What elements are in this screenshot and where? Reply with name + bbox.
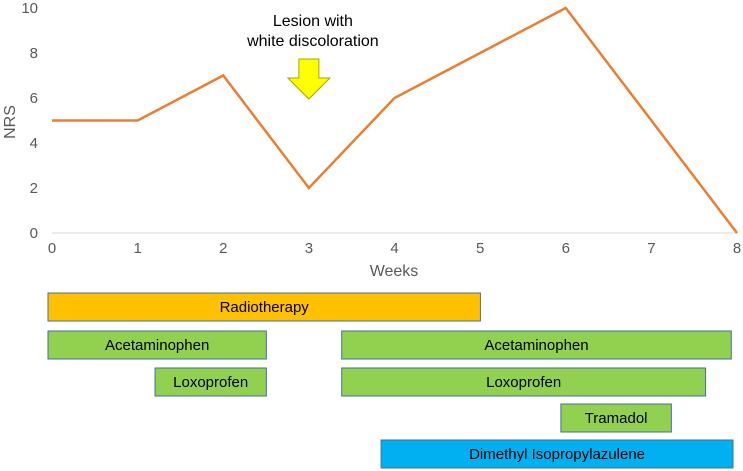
series-layer <box>51 6 738 234</box>
treatment-bar: Loxoprofen <box>154 367 267 397</box>
treatment-bar-rect <box>47 330 267 360</box>
treatment-bar-label: Tramadol <box>585 410 648 427</box>
treatment-bar: Radiotherapy <box>47 292 481 322</box>
treatment-bar-rect <box>341 330 732 360</box>
treatment-bar: Dimethyl Isopropylazulene <box>380 439 734 469</box>
treatment-bar-rect <box>560 403 672 433</box>
treatment-bar-label: Radiotherapy <box>220 299 310 316</box>
x-tick-label: 6 <box>562 240 570 257</box>
y-tick-label: 10 <box>21 0 38 17</box>
x-tick-label: 3 <box>305 240 313 257</box>
y-tick-label: 0 <box>30 225 38 242</box>
treatment-bar: Loxoprofen <box>341 367 707 397</box>
treatment-bar: Acetaminophen <box>341 330 732 360</box>
treatment-bar-rect <box>380 439 734 469</box>
y-tick-label: 8 <box>30 45 38 62</box>
x-tick-label: 8 <box>733 240 741 257</box>
y-tick-label: 2 <box>30 180 38 197</box>
x-axis-title: Weeks <box>370 263 419 280</box>
treatment-bar-label: Loxoprofen <box>173 374 248 391</box>
series-line <box>52 6 738 234</box>
annotation-line-1: Lesion with <box>273 13 353 30</box>
treatment-bar: Acetaminophen <box>47 330 267 360</box>
treatment-bar-label: Dimethyl Isopropylazulene <box>469 446 645 463</box>
treatment-bar-rect <box>47 292 481 322</box>
x-tick-label: 5 <box>476 240 484 257</box>
y-tick-label: 6 <box>30 90 38 107</box>
x-tick-label: 2 <box>219 240 227 257</box>
down-arrow-icon <box>286 58 332 100</box>
treatment-bar-rect <box>341 367 707 397</box>
treatment-bar-label: Loxoprofen <box>486 374 561 391</box>
axes: 0 1 2 3 4 5 6 7 8 0 2 4 6 8 10 <box>21 0 741 257</box>
annotation: Lesion with white discoloration <box>246 13 379 100</box>
y-axis-title: NRS <box>2 105 19 139</box>
x-tick-label: 4 <box>390 240 398 257</box>
x-tick-label: 1 <box>133 240 141 257</box>
treatment-bar: Tramadol <box>560 403 672 433</box>
treatment-bar-label: Acetaminophen <box>484 337 588 354</box>
x-tick-label: 7 <box>647 240 655 257</box>
annotation-line-2: white discoloration <box>246 33 379 50</box>
treatment-bar-rect <box>154 367 267 397</box>
y-tick-label: 4 <box>30 135 38 152</box>
x-tick-label: 0 <box>48 240 56 257</box>
treatment-bar-label: Acetaminophen <box>105 337 209 354</box>
